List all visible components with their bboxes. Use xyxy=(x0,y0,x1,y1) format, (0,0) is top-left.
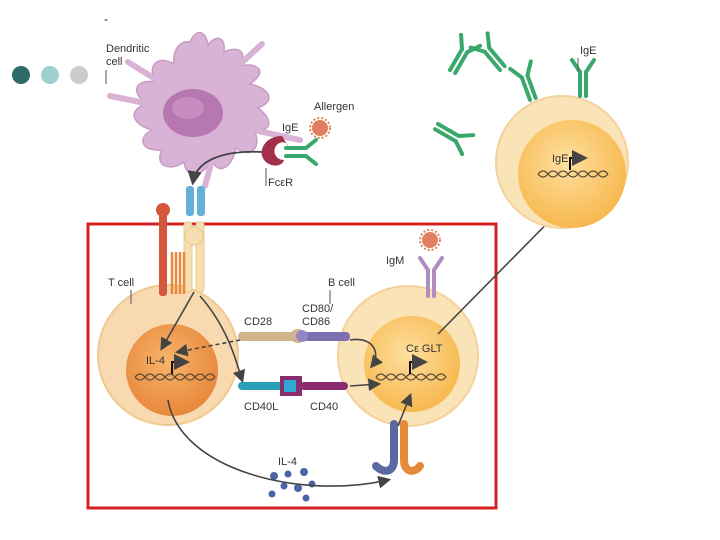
corner-mark: - xyxy=(104,12,108,26)
label-il4-gene: IL-4 xyxy=(146,355,165,367)
label-cd28: CD28 xyxy=(244,316,272,328)
allergen-dc xyxy=(309,117,331,139)
t-cell-red-receptor xyxy=(156,203,170,296)
cd3-complex xyxy=(170,252,186,294)
label-fcer: FcεR xyxy=(268,177,293,189)
dc-presentation-arrow xyxy=(187,150,263,186)
cd28-cd80-pair xyxy=(238,329,350,343)
label-t-cell: T cell xyxy=(108,277,134,289)
label-ce-glt: Cε GLT xyxy=(406,343,443,355)
il4-particles xyxy=(268,468,316,502)
label-ige-dc: IgE xyxy=(282,122,299,134)
label-ige-gene: IgE xyxy=(552,153,569,165)
dendritic-cell xyxy=(107,31,303,189)
label-il4-secreted: IL-4 xyxy=(278,456,297,468)
ige-secreting-cell xyxy=(495,95,629,229)
label-dendritic-cell-1: Dendritic xyxy=(106,43,150,55)
label-b-cell: B cell xyxy=(328,277,355,289)
dna-tcell xyxy=(134,354,216,381)
label-dendritic-cell-2: cell xyxy=(106,56,123,68)
nav-dot-3[interactable] xyxy=(70,66,88,84)
nav-dot-1[interactable] xyxy=(12,66,30,84)
label-cd80-2: CD86 xyxy=(302,316,330,328)
label-cd40: CD40 xyxy=(310,401,338,413)
label-cd40l: CD40L xyxy=(244,401,278,413)
mhc-molecule xyxy=(186,186,205,216)
label-igm: IgM xyxy=(386,255,404,267)
dna-ige xyxy=(537,150,609,178)
allergen-bcell xyxy=(419,229,441,251)
b-cell xyxy=(337,285,479,427)
label-ige-top: IgE xyxy=(580,45,597,57)
nav-dots xyxy=(12,66,88,84)
label-allergen: Allergen xyxy=(314,101,354,113)
igm-receptor xyxy=(418,256,444,298)
label-cd80-1: CD80/ xyxy=(302,303,334,315)
nav-dot-2[interactable] xyxy=(41,66,59,84)
cd40l-cd40-pair xyxy=(238,376,348,396)
dna-bcell xyxy=(375,354,447,381)
ige-antibodies xyxy=(433,31,596,157)
tcr-receptor xyxy=(183,221,205,293)
ige-on-dc xyxy=(284,138,318,166)
il4-receptor xyxy=(372,420,424,475)
highlight-box xyxy=(86,222,498,510)
fcer-receptor xyxy=(261,136,288,166)
